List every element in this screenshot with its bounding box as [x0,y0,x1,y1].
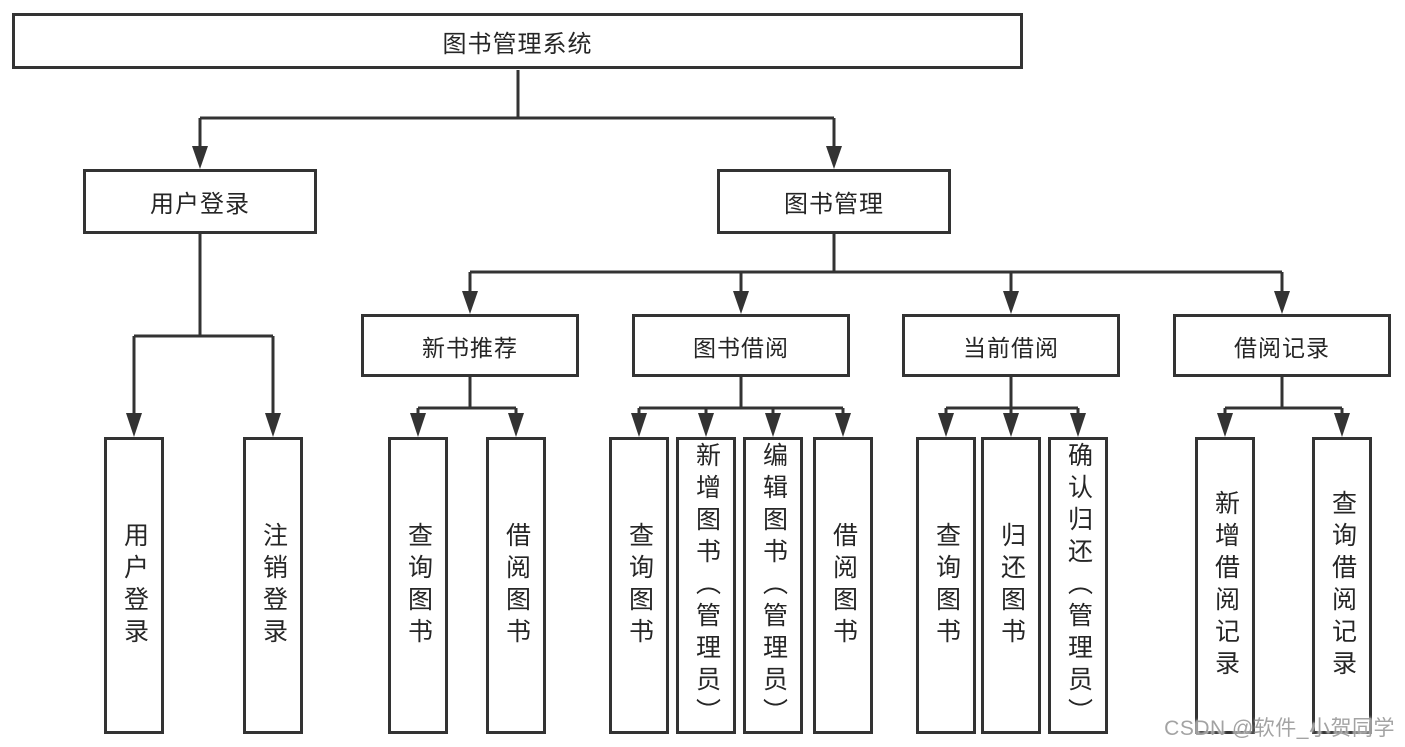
node-current-borrow-label: 当前借阅 [963,334,1059,361]
arrowhead [1274,291,1290,314]
leaf-borrow-books: 借阅图书 [813,437,873,734]
node-borrow-records: 借阅记录 [1173,314,1391,377]
leaf-logout-label: 注销登录 [259,521,288,650]
leaf-edit-book-admin: 编辑图书（管理员） [743,437,803,734]
leaf-borrow-books-label: 借阅图书 [829,521,858,650]
leaf-query-books-current-label: 查询图书 [932,521,961,650]
node-new-book-recommend-label: 新书推荐 [422,334,518,361]
node-user-login-label: 用户登录 [150,191,250,218]
arrowhead [765,413,781,437]
node-root: 图书管理系统 [12,13,1023,69]
arrowhead [1070,413,1086,437]
leaf-return-book-label: 归还图书 [997,521,1026,650]
arrowhead [462,291,478,314]
leaf-query-books-recommend-label: 查询图书 [404,521,433,650]
leaf-query-borrow-record: 查询借阅记录 [1312,437,1372,734]
node-book-management: 图书管理 [717,169,951,234]
arrowhead [1003,413,1019,437]
leaf-query-books-borrow-label: 查询图书 [625,521,654,650]
arrowhead [826,146,842,169]
leaf-borrow-books-recommend-label: 借阅图书 [502,521,531,650]
arrowhead [938,413,954,437]
arrowhead [698,413,714,437]
arrowhead [733,291,749,314]
node-book-borrow: 图书借阅 [632,314,850,377]
node-borrow-records-label: 借阅记录 [1234,334,1330,361]
leaf-add-book-admin: 新增图书（管理员） [676,437,736,734]
arrowhead [835,413,851,437]
node-root-label: 图书管理系统 [442,30,593,58]
leaf-add-borrow-record: 新增借阅记录 [1195,437,1255,734]
node-current-borrow: 当前借阅 [902,314,1120,377]
leaf-add-borrow-record-label: 新增借阅记录 [1211,489,1240,682]
leaf-user-login-label: 用户登录 [120,521,149,650]
arrowhead [508,413,524,437]
arrowhead [410,413,426,437]
leaf-borrow-books-recommend: 借阅图书 [486,437,546,734]
leaf-query-books-borrow: 查询图书 [609,437,669,734]
arrowhead [1217,413,1233,437]
node-book-borrow-label: 图书借阅 [693,334,789,361]
leaf-logout: 注销登录 [243,437,303,734]
arrowhead [126,413,142,437]
leaf-return-book: 归还图书 [981,437,1041,734]
leaf-add-book-admin-label: 新增图书（管理员） [692,441,721,730]
arrowhead [1334,413,1350,437]
leaf-user-login: 用户登录 [104,437,164,734]
node-user-login: 用户登录 [83,169,317,234]
arrowhead [192,146,208,169]
leaf-query-borrow-record-label: 查询借阅记录 [1328,489,1357,682]
leaf-edit-book-admin-label: 编辑图书（管理员） [759,441,788,730]
csdn-watermark: CSDN @软件_小贺同学 [1164,717,1395,740]
node-new-book-recommend: 新书推荐 [361,314,579,377]
leaf-query-books-recommend: 查询图书 [388,437,448,734]
arrowhead [1003,291,1019,314]
arrowhead [631,413,647,437]
arrowhead [265,413,281,437]
leaf-confirm-return-admin: 确认归还（管理员） [1048,437,1108,734]
leaf-confirm-return-admin-label: 确认归还（管理员） [1064,441,1093,730]
node-book-management-label: 图书管理 [784,191,884,218]
leaf-query-books-current: 查询图书 [916,437,976,734]
